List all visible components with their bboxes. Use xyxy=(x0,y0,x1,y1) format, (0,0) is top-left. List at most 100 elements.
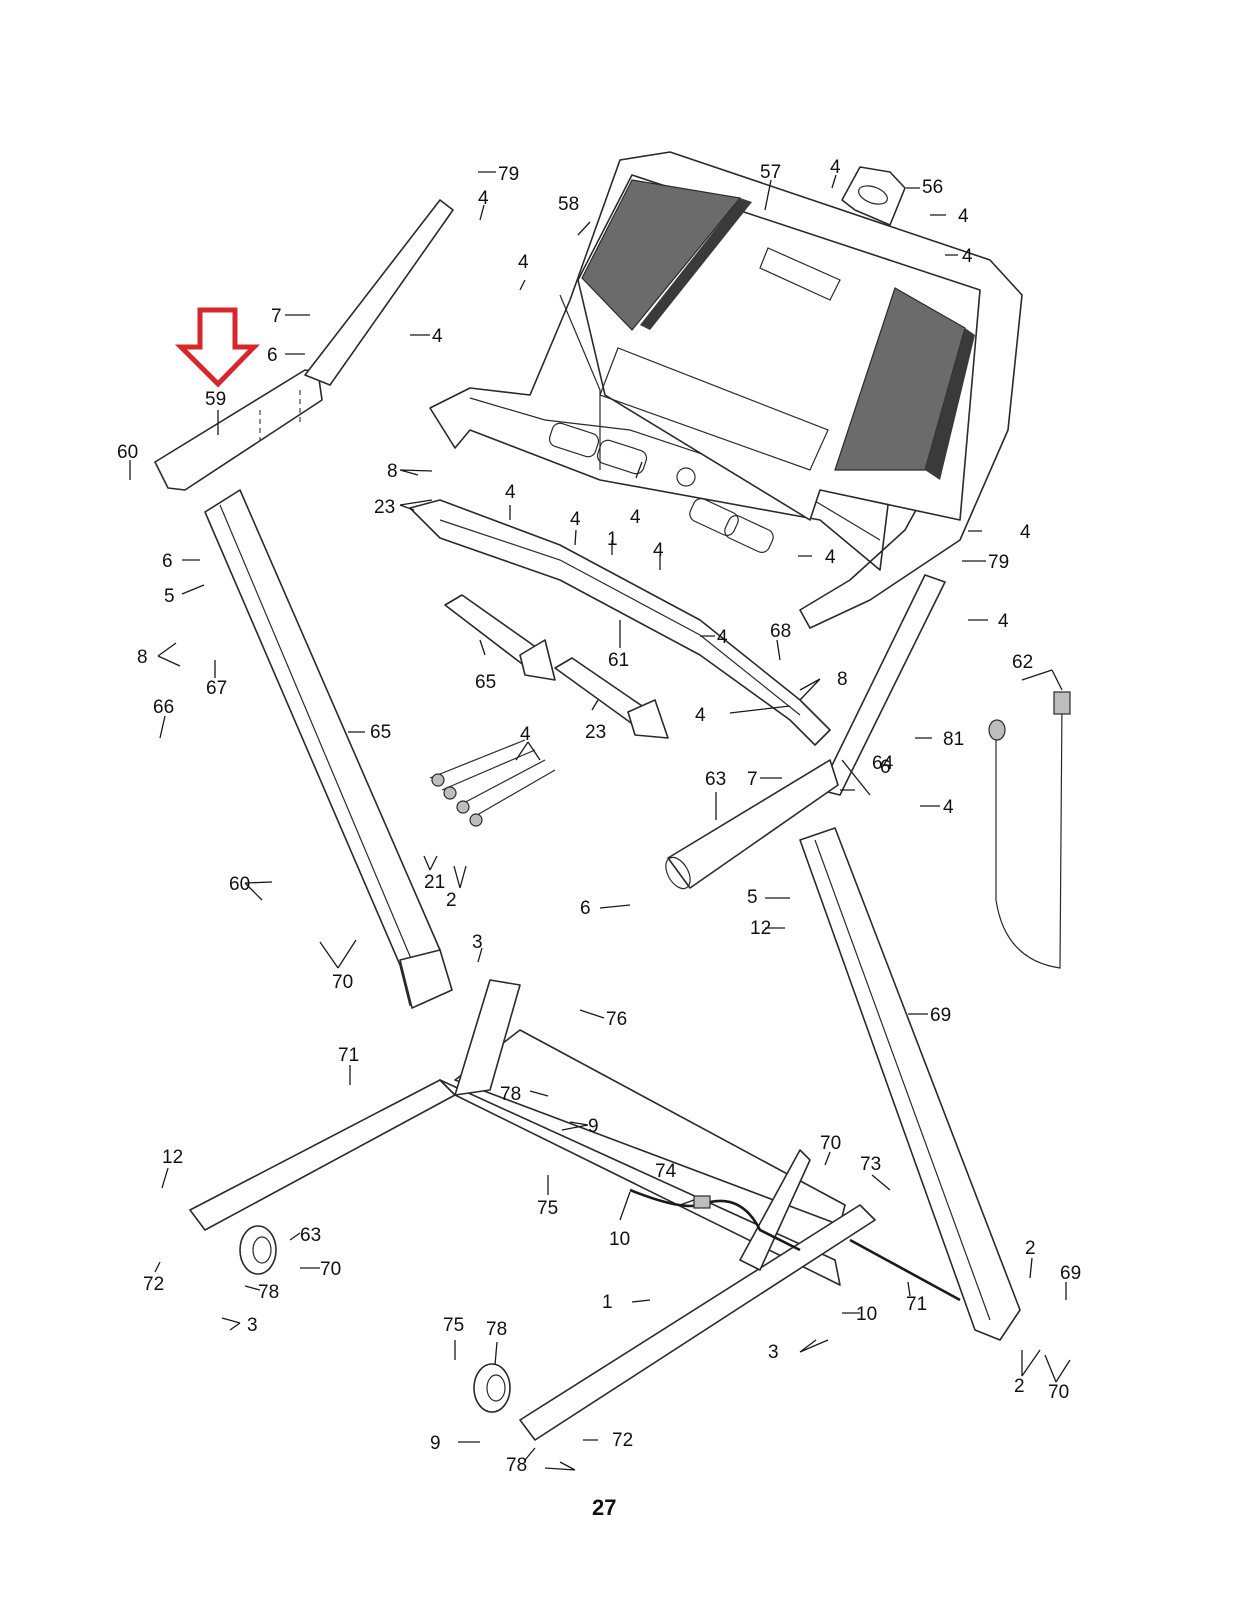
console-57 xyxy=(548,174,981,553)
callout-71: 10 xyxy=(856,1304,877,1325)
callout-2: 60 xyxy=(229,874,250,895)
callout-3: 2 xyxy=(1025,1238,1036,1259)
callout-6: 5 xyxy=(747,887,758,908)
callout-5: 12 xyxy=(750,918,771,939)
callout-78: 3 xyxy=(247,1315,258,1336)
right-upright-76 xyxy=(799,827,1021,1341)
callout-12: 3 xyxy=(472,932,483,953)
left-upright-66 xyxy=(204,489,453,1009)
callout-57: 57 xyxy=(760,162,781,183)
grip-handle-65-b xyxy=(554,657,669,739)
callout-6: 64 xyxy=(872,753,894,774)
callout-9: 72 xyxy=(612,1430,633,1451)
callout-1: 1 xyxy=(607,529,618,550)
callout-75: 63 xyxy=(300,1225,321,1246)
callout-4: 4 xyxy=(570,509,581,530)
wheel-75-a xyxy=(239,1225,277,1275)
callout-64: 63 xyxy=(705,769,726,790)
callout-78: 9 xyxy=(588,1116,599,1137)
callout-4: 4 xyxy=(630,507,641,528)
callout-2: 69 xyxy=(1060,1263,1081,1284)
callout-74: 75 xyxy=(537,1198,558,1219)
callout-4: 4 xyxy=(432,326,443,347)
callout-4: 4 xyxy=(830,157,841,178)
callout-65: 65 xyxy=(475,672,496,693)
callout-70: 9 xyxy=(430,1433,441,1454)
crossbar-61 xyxy=(409,499,831,746)
callout-70: 73 xyxy=(860,1154,881,1175)
grip-handle-65-a xyxy=(444,594,556,681)
callout-12: 70 xyxy=(820,1133,841,1154)
callout-69: 71 xyxy=(338,1045,359,1066)
right-handrail-upright-section xyxy=(819,574,946,796)
callout-4: 81 xyxy=(943,729,964,750)
callout-6: 6 xyxy=(162,551,173,572)
callout-60: 60 xyxy=(117,442,138,463)
callout-79: 79 xyxy=(498,164,519,185)
leader-lines xyxy=(129,171,1071,1471)
callout-76: 69 xyxy=(930,1005,951,1026)
right-handrail-64 xyxy=(665,759,839,890)
callout-4: 4 xyxy=(1020,522,1031,543)
callout-7: 7 xyxy=(271,306,282,327)
callout-8: 8 xyxy=(137,647,148,668)
console-bracket-56 xyxy=(841,166,906,226)
callout-4: 4 xyxy=(825,547,836,568)
callout-81: 4 xyxy=(520,724,531,745)
callout-5: 5 xyxy=(164,586,175,607)
callout-75: 78 xyxy=(486,1319,507,1340)
callout-10: 70 xyxy=(320,1259,341,1280)
callout-79: 79 xyxy=(988,552,1009,573)
page-number: 27 xyxy=(592,1495,616,1520)
cable-62 xyxy=(988,691,1071,969)
callout-67: 67 xyxy=(206,678,227,699)
callout-4: 4 xyxy=(962,246,973,267)
callout-59: 59 xyxy=(205,389,226,410)
callout-3: 70 xyxy=(332,972,353,993)
callout-73: 74 xyxy=(655,1161,677,1182)
callout-23: 23 xyxy=(374,497,395,518)
callout-8: 8 xyxy=(837,669,848,690)
callout-4: 68 xyxy=(770,621,791,642)
callout-4: 4 xyxy=(998,611,1009,632)
callout-68: 66 xyxy=(153,697,174,718)
callout-61: 61 xyxy=(608,650,629,671)
down-arrow-icon xyxy=(174,307,260,388)
callout-8: 8 xyxy=(387,461,398,482)
callout-4: 4 xyxy=(958,206,969,227)
callout-2: 70 xyxy=(1048,1382,1069,1403)
callout-62: 62 xyxy=(1012,652,1033,673)
callout-70: 72 xyxy=(143,1274,164,1295)
callout-10: 75 xyxy=(443,1315,464,1336)
callout-69: 1 xyxy=(602,1292,613,1313)
callout-4: 4 xyxy=(505,482,516,503)
callout-71: 78 xyxy=(500,1084,521,1105)
callout-6: 6 xyxy=(267,345,278,366)
left-handrail-59 xyxy=(154,199,454,491)
callout-72: 78 xyxy=(506,1455,527,1476)
callout-4: 21 xyxy=(424,872,445,893)
callout-58: 58 xyxy=(558,194,579,215)
callout-4: 4 xyxy=(653,540,664,561)
base-frame-74 xyxy=(189,979,876,1441)
callout-9: 12 xyxy=(162,1147,183,1168)
callout-4: 4 xyxy=(478,188,489,209)
callout-63: 4 xyxy=(943,797,954,818)
callout-78: 3 xyxy=(768,1342,779,1363)
callout-56: 56 xyxy=(922,177,943,198)
callout-65: 23 xyxy=(585,722,606,743)
callout-4: 4 xyxy=(518,252,529,273)
callout-7: 6 xyxy=(880,757,891,778)
callout-4: 7 xyxy=(747,769,758,790)
callout-66: 65 xyxy=(370,722,391,743)
callout-21: 2 xyxy=(446,890,457,911)
callout-70: 76 xyxy=(606,1009,627,1030)
callout-23: 4 xyxy=(695,705,706,726)
wire-harness-73 xyxy=(629,1188,961,1302)
callout-63: 10 xyxy=(609,1229,630,1250)
callout-60: 6 xyxy=(580,898,591,919)
callout-1: 71 xyxy=(906,1294,927,1315)
callout-labels: 79 4 58 57 4 56 4 4 4 7 4 6 59 60 8 23 4… xyxy=(117,157,1081,1476)
wheel-75-b xyxy=(473,1363,511,1413)
